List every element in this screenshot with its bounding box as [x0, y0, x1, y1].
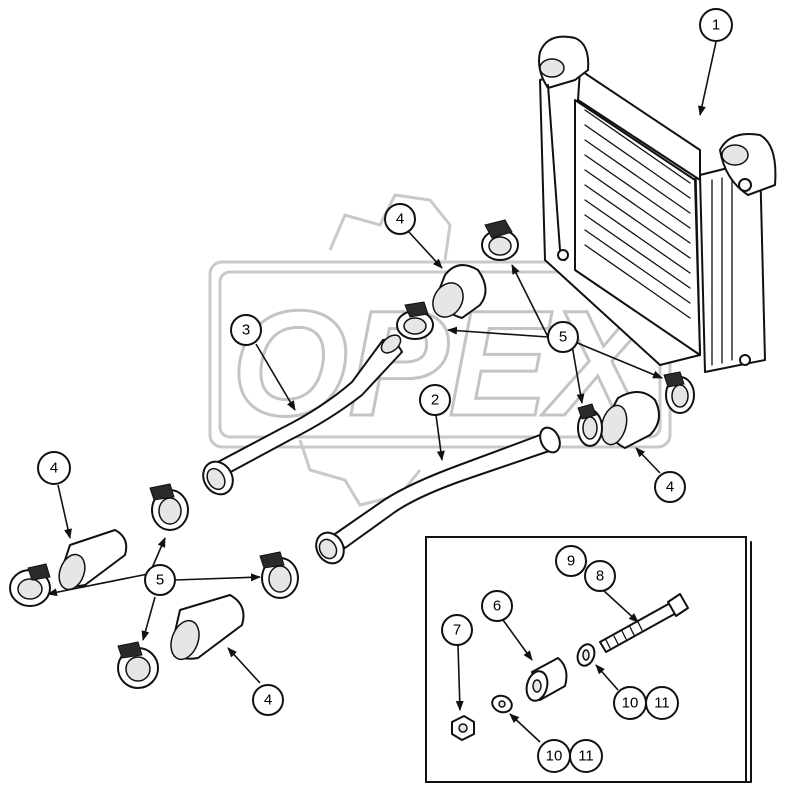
- callout-label: 6: [493, 598, 501, 615]
- callout-label: 11: [578, 748, 594, 765]
- hose-sleeve-upper: [432, 264, 487, 319]
- intercooler: [538, 35, 777, 373]
- air-pipe-2: [315, 426, 561, 565]
- callout-label: 2: [431, 392, 439, 409]
- callout-2: 2: [419, 384, 451, 416]
- callout-label: 1: [712, 17, 720, 34]
- callout-10: 10: [613, 686, 647, 720]
- callout-5: 5: [547, 321, 579, 353]
- callout-4: 4: [252, 684, 284, 716]
- washer: [491, 694, 513, 714]
- callout-3: 3: [230, 314, 262, 346]
- callout-4: 4: [384, 203, 416, 235]
- callout-10: 10: [537, 739, 571, 773]
- callout-6: 6: [481, 590, 513, 622]
- air-pipe-3: [202, 334, 403, 496]
- callout-11: 11: [569, 739, 603, 773]
- callout-9: 9: [555, 545, 587, 577]
- callout-label: 7: [453, 622, 461, 639]
- callout-4: 4: [654, 471, 686, 503]
- hose-clamp: [481, 219, 519, 261]
- callout-label: 11: [654, 695, 670, 712]
- washer: [576, 643, 596, 667]
- callout-11: 11: [645, 686, 679, 720]
- callout-label: 3: [242, 322, 250, 339]
- hose-sleeve-right: [600, 391, 660, 449]
- callout-label: 4: [666, 479, 674, 496]
- hose-clamp: [9, 563, 51, 607]
- hose-clamp: [259, 551, 299, 599]
- hose-sleeve-left-upper: [58, 529, 128, 591]
- bolt: [599, 593, 689, 653]
- callout-label: 4: [396, 211, 404, 228]
- callout-label: 9: [567, 553, 575, 570]
- spacer-bushing: [525, 657, 568, 702]
- leader-lines: [47, 41, 717, 743]
- callout-label: 5: [559, 329, 567, 346]
- callout-label: 4: [264, 692, 272, 709]
- callout-4: 4: [37, 451, 71, 485]
- callout-1: 1: [699, 8, 733, 42]
- hose-clamp: [117, 641, 159, 689]
- nut: [451, 715, 475, 741]
- hose-clamp: [149, 483, 189, 531]
- hose-sleeve-left-lower: [170, 594, 245, 661]
- hose-clamp: [577, 403, 603, 447]
- callout-7: 7: [441, 614, 473, 646]
- callout-label: 8: [596, 568, 604, 585]
- callout-5: 5: [144, 564, 176, 596]
- callout-label: 10: [622, 695, 639, 712]
- callout-label: 10: [546, 748, 563, 765]
- hose-clamp: [396, 301, 434, 340]
- callout-label: 4: [50, 460, 58, 477]
- callout-8: 8: [584, 560, 616, 592]
- hose-clamp: [663, 371, 695, 414]
- callout-label: 5: [156, 572, 164, 589]
- hose-clamps: [9, 219, 695, 689]
